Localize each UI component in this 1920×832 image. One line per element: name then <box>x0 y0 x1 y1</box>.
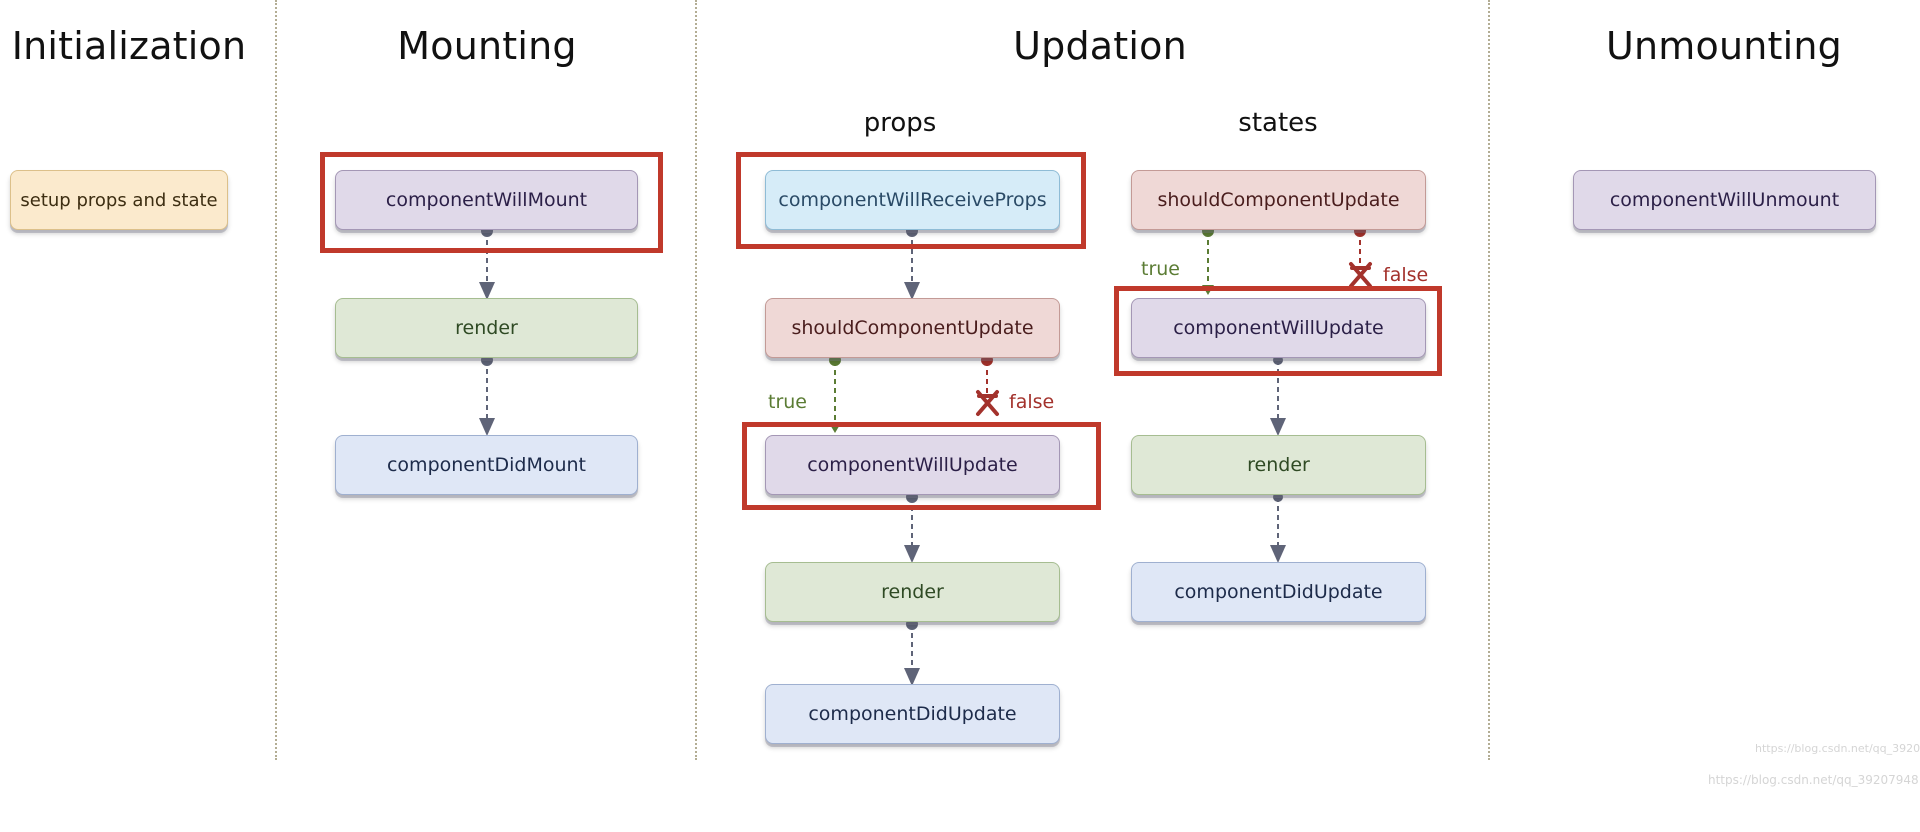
states-subtitle: states <box>1238 108 1318 138</box>
updation-title: Updation <box>1013 24 1187 68</box>
props-false-label: false <box>1009 391 1055 413</box>
highlight-will-mount <box>320 152 663 253</box>
mount-render-box: render <box>335 298 638 358</box>
props-subtitle: props <box>863 108 937 138</box>
false-x-props <box>976 390 999 416</box>
states-component-will-update-box: componentWillUpdate <box>1131 298 1426 358</box>
watermark-line-1: https://blog.csdn.net/qq_3920 <box>1755 742 1920 755</box>
watermark-line-2: https://blog.csdn.net/qq_39207948 <box>1708 773 1919 787</box>
highlight-props-will-update <box>742 422 1101 510</box>
props-true-label: true <box>768 391 807 413</box>
props-component-did-update-box: componentDidUpdate <box>765 684 1060 744</box>
states-false-label: false <box>1383 264 1429 286</box>
props-component-will-update-box: componentWillUpdate <box>765 435 1060 495</box>
false-x-states <box>1349 262 1372 288</box>
divider-update-unmount <box>1488 0 1490 760</box>
highlight-states-will-update <box>1114 286 1442 376</box>
states-should-component-update-box: shouldComponentUpdate <box>1131 170 1426 230</box>
initialization-title: Initialization <box>11 24 247 68</box>
highlight-will-receive-props <box>736 152 1086 249</box>
props-render-box: render <box>765 562 1060 622</box>
component-did-mount-box: componentDidMount <box>335 435 638 495</box>
component-will-mount-box: componentWillMount <box>335 170 638 230</box>
states-component-did-update-box: componentDidUpdate <box>1131 562 1426 622</box>
mounting-title: Mounting <box>397 24 577 68</box>
divider-mount-update <box>695 0 697 760</box>
divider-init-mount <box>275 0 277 760</box>
component-will-unmount-box: componentWillUnmount <box>1573 170 1876 230</box>
component-will-receive-props-box: componentWillReceiveProps <box>765 170 1060 230</box>
states-true-label: true <box>1141 258 1180 280</box>
setup-props-and-state-box: setup props and state <box>10 170 228 230</box>
unmounting-title: Unmounting <box>1606 24 1842 68</box>
props-should-component-update-box: shouldComponentUpdate <box>765 298 1060 358</box>
states-render-box: render <box>1131 435 1426 495</box>
